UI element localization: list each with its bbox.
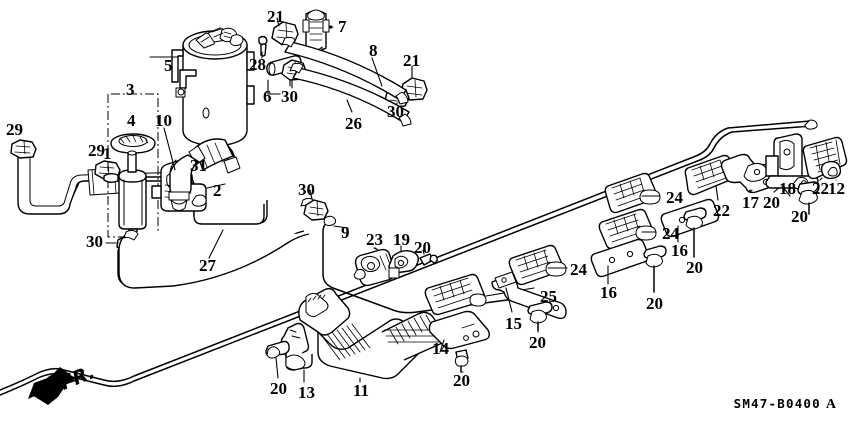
- drawing-code-number: SM47-B0400: [733, 396, 821, 411]
- callout-29: 29: [6, 120, 23, 139]
- callout-15: 15: [505, 314, 522, 333]
- part-23-pipe-joint: [353, 247, 396, 287]
- callout-19: 19: [393, 230, 410, 249]
- callout-20: 20: [414, 238, 431, 257]
- part-24-connector-c: [604, 172, 661, 214]
- part-27-return-hose: [117, 197, 316, 289]
- callout-26: 26: [345, 114, 362, 133]
- part-14-bracket: [428, 310, 491, 353]
- part-28-grommet: [258, 35, 268, 59]
- callout-23: 23: [366, 230, 383, 249]
- callout-11: 11: [353, 381, 370, 400]
- callout-16: 16: [600, 283, 617, 302]
- callout-25: 25: [540, 287, 557, 306]
- callout-8: 8: [369, 41, 378, 60]
- part-7-two-way-valve: [302, 9, 332, 56]
- part-20-clip-13: [265, 340, 290, 379]
- callout-24: 24: [570, 260, 587, 279]
- drawing-code-revision: A: [825, 397, 836, 412]
- callout-6: 6: [263, 87, 272, 106]
- part-8-vapor-hose: [281, 36, 409, 105]
- callout-18: 18: [779, 179, 796, 198]
- callout-16-b: 16: [671, 241, 688, 260]
- part-24-connector-a: [508, 244, 568, 286]
- callout-28: 28: [249, 55, 266, 74]
- part-20-clip-18: [797, 181, 820, 215]
- callout-20-d: 20: [529, 333, 546, 352]
- callout-27: 27: [199, 256, 216, 275]
- part-30-clamp-return-hose: [303, 189, 329, 221]
- callout-21: 21: [267, 7, 284, 26]
- callout-1: 1: [103, 144, 112, 163]
- callout-30: 30: [281, 87, 298, 106]
- part-5-charcoal-canister: [149, 27, 255, 174]
- callout-30-b: 30: [387, 102, 404, 121]
- part-4-pump-seal: [110, 133, 156, 154]
- callout-13: 13: [298, 383, 315, 402]
- callout-14: 14: [432, 339, 449, 358]
- callout-30-d: 30: [86, 232, 103, 251]
- callout-21-b: 21: [403, 51, 420, 70]
- part-19-pipe-clip: [388, 245, 420, 279]
- callout-12: 12: [828, 179, 845, 198]
- callout-17: 17: [742, 193, 759, 212]
- part-29-hose-clamp-left: [10, 139, 37, 159]
- part-25-connector: [424, 273, 535, 316]
- callout-30-c: 30: [298, 180, 315, 199]
- callout-20-b: 20: [270, 379, 287, 398]
- part-11-heat-shield: [298, 287, 447, 383]
- callout-20-g: 20: [763, 193, 780, 212]
- callout-20-c: 20: [453, 371, 470, 390]
- callout-20-h: 20: [791, 207, 808, 226]
- part-20-clip-19: [419, 249, 438, 266]
- callout-24-b: 24: [662, 224, 679, 243]
- part-16-bracket-lower: [590, 238, 650, 285]
- part-9-breather-tube: [322, 215, 538, 314]
- callout-22: 22: [713, 201, 730, 220]
- main-fuel-pipe: [0, 119, 818, 396]
- callout-10: 10: [155, 111, 172, 130]
- callout-31: 31: [190, 156, 207, 175]
- drawing-code: SM47-B0400 A: [734, 396, 836, 413]
- part-20-clip-16-lower: [643, 245, 667, 293]
- front-direction-marker: FR.: [18, 361, 110, 414]
- callout-24-c: 24: [666, 188, 683, 207]
- part-10-elbow-connector: [163, 127, 200, 211]
- callout-2: 2: [213, 181, 222, 200]
- callout-3: 3: [126, 80, 135, 99]
- part-26-vapor-hose: [289, 62, 412, 127]
- callout-4: 4: [127, 111, 136, 130]
- callout-5: 5: [164, 56, 173, 75]
- part-24-connector-b: [598, 208, 657, 250]
- callout-20-f: 20: [686, 258, 703, 277]
- part-12-grommet: [820, 160, 842, 181]
- part-20-clip-15: [527, 301, 553, 333]
- part-20-clip-14: [454, 349, 469, 373]
- callout-22-b: 22: [812, 179, 829, 198]
- part-20-clip-16-upper: [683, 207, 707, 258]
- callout-7: 7: [338, 17, 347, 36]
- callout-9: 9: [341, 223, 350, 242]
- part-31-canister-hose: [188, 138, 234, 171]
- callout-20-e: 20: [646, 294, 663, 313]
- callout-29-b: 29: [88, 141, 105, 160]
